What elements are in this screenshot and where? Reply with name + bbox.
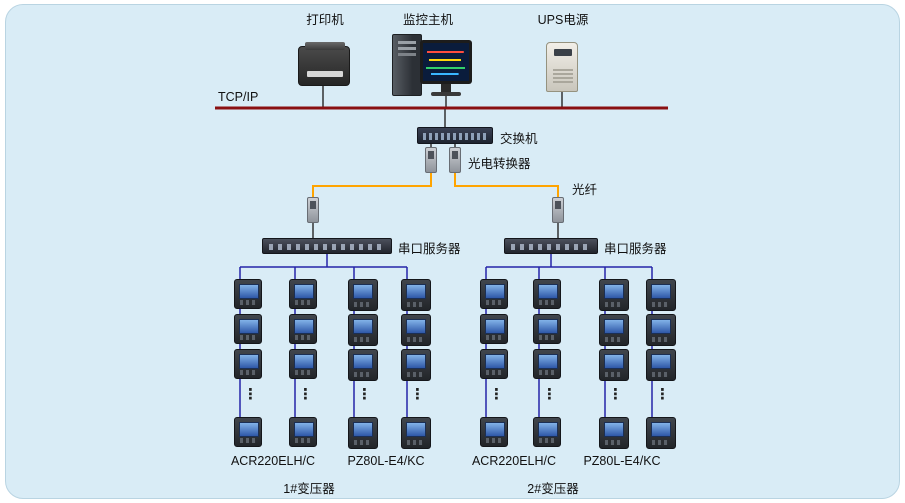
power-meter: [234, 279, 262, 309]
power-meter: [289, 314, 317, 344]
optical-converter-image: [307, 197, 319, 223]
optical-converter-image: [449, 147, 461, 173]
power-meter: [348, 314, 378, 346]
ellipsis-dots: ⋮: [410, 386, 425, 403]
transformer-label: 2#变压器: [527, 482, 579, 496]
meter-type-label: PZ80L-E4/KC: [347, 454, 425, 468]
power-meter: [533, 417, 561, 447]
power-meter: [348, 349, 378, 381]
power-meter: [289, 349, 317, 379]
meter-type-label: PZ80L-E4/KC: [583, 454, 661, 468]
power-meter: [480, 279, 508, 309]
power-meter: [289, 417, 317, 447]
power-meter: [599, 279, 629, 311]
power-meter: [599, 349, 629, 381]
serial-server-image: [504, 238, 598, 254]
power-meter: [533, 349, 561, 379]
fiber-label: 光纤: [572, 183, 598, 197]
ellipsis-dots: ⋮: [357, 386, 372, 403]
monitor-stand-base: [431, 92, 461, 96]
ups-image: [546, 42, 578, 92]
ellipsis-dots: ⋮: [608, 386, 623, 403]
meter-type-label: ACR220ELH/C: [230, 454, 316, 468]
monitor-stand: [441, 84, 451, 92]
optical-converter-image: [425, 147, 437, 173]
transformer-label: 1#变压器: [283, 482, 335, 496]
optical-converter-image: [552, 197, 564, 223]
serial-server-label: 串口服务器: [604, 242, 667, 256]
monitor-screen: [423, 43, 469, 81]
ellipsis-dots: ⋮: [298, 386, 313, 403]
power-meter: [533, 314, 561, 344]
ellipsis-dots: ⋮: [489, 386, 504, 403]
power-meter: [234, 314, 262, 344]
serial-server-label: 串口服务器: [398, 242, 461, 256]
switch-image: [417, 127, 493, 144]
host-tower-image: [392, 34, 422, 96]
power-meter: [480, 314, 508, 344]
power-meter: [533, 279, 561, 309]
power-meter: [401, 417, 431, 449]
power-meter: [646, 417, 676, 449]
power-meter: [646, 314, 676, 346]
tcpip-label: TCP/IP: [218, 90, 259, 104]
meter-type-label: ACR220ELH/C: [471, 454, 557, 468]
power-meter: [348, 279, 378, 311]
power-meter: [480, 417, 508, 447]
printer-image: [298, 42, 350, 86]
power-meter: [234, 417, 262, 447]
monitor-host-label: 监控主机: [402, 13, 454, 27]
power-meter: [234, 349, 262, 379]
power-meter: [646, 279, 676, 311]
ellipsis-dots: ⋮: [243, 386, 258, 403]
power-meter: [348, 417, 378, 449]
power-meter: [599, 314, 629, 346]
power-meter: [646, 349, 676, 381]
power-meter: [480, 349, 508, 379]
ups-label: UPS电源: [537, 13, 589, 27]
power-meter: [401, 279, 431, 311]
power-meter: [289, 279, 317, 309]
power-meter: [401, 349, 431, 381]
switch-label: 交换机: [500, 132, 538, 146]
diagram-panel: [5, 4, 900, 499]
host-monitor-image: [420, 40, 472, 84]
power-meter: [401, 314, 431, 346]
optical-converter-label: 光电转换器: [468, 157, 531, 171]
serial-server-image: [262, 238, 392, 254]
printer-label: 打印机: [306, 13, 344, 27]
ellipsis-dots: ⋮: [655, 386, 670, 403]
power-meter: [599, 417, 629, 449]
ellipsis-dots: ⋮: [542, 386, 557, 403]
